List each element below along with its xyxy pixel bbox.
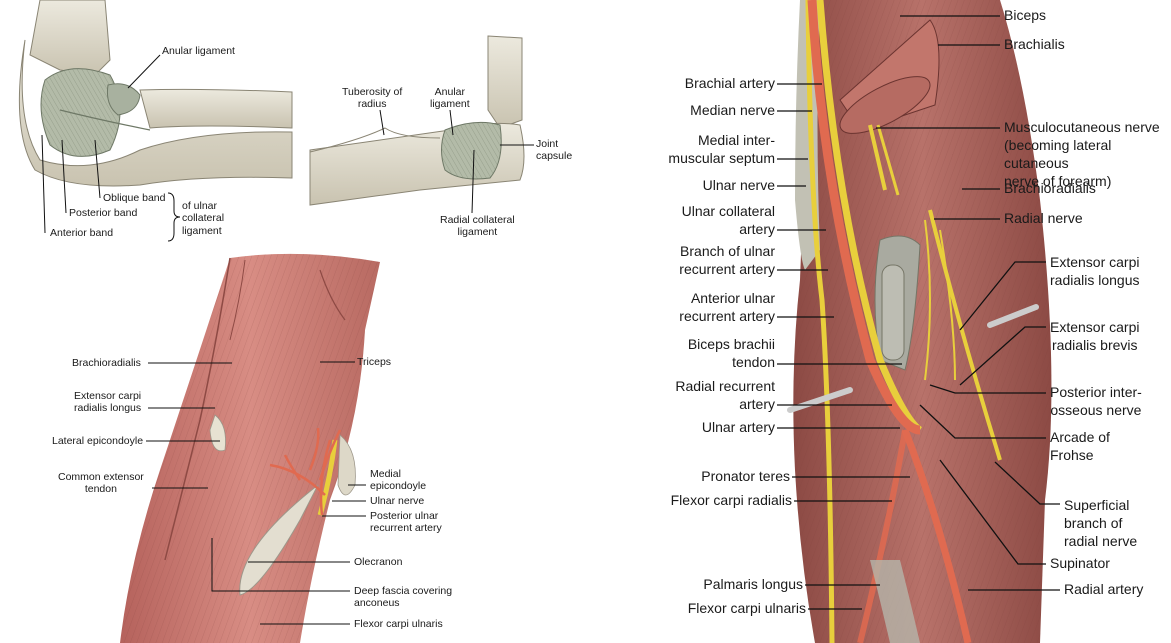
label-radial-recurrent-artery: Radial recurrent artery: [675, 378, 775, 412]
label-medial-epicondyle: Medial epicondoyle: [370, 468, 427, 493]
label-palmaris-longus: Palmaris longus: [703, 576, 803, 592]
label-supinator: Supinator: [1050, 555, 1110, 571]
leader-lines: [41, 15, 1060, 625]
label-anular-ligament-medial: Anular ligament: [162, 45, 235, 57]
label-ulnar-artery: Ulnar artery: [701, 419, 775, 435]
label-posterior-interosseous-nerve: Posterior inter- osseous nerve: [1050, 384, 1142, 418]
label-brachioradialis-posterior: Brachioradialis: [72, 357, 141, 369]
label-arcade-of-frohse: Arcade of Frohse: [1050, 429, 1110, 463]
label-ecrl-posterior: Extensor carpi radialis longus: [74, 390, 142, 415]
label-anterior-band: Anterior band: [50, 227, 114, 239]
label-branch-ulnar-recurrent-artery: Branch of ulnar recurrent artery: [679, 243, 775, 277]
label-ecrb-anterior: Extensor carpi radialis brevis: [1050, 319, 1140, 353]
label-brachioradialis-anterior: Brachioradialis: [1004, 180, 1096, 196]
label-flexor-carpi-ulnaris-anterior: Flexor carpi ulnaris: [687, 600, 806, 616]
label-radial-artery: Radial artery: [1064, 581, 1144, 597]
label-tuberosity-of-radius: Tuberosity of radius: [342, 86, 403, 111]
label-olecranon: Olecranon: [354, 556, 403, 568]
anterior-elbow-figure: [787, 0, 1052, 643]
label-ulnar-nerve-anterior: Ulnar nerve: [702, 177, 775, 193]
label-anular-ligament-lateral: Anular ligament: [430, 86, 470, 111]
label-median-nerve: Median nerve: [690, 102, 775, 118]
label-brachial-artery: Brachial artery: [684, 75, 775, 91]
elbow-bones-medial-figure: [18, 0, 293, 187]
label-anterior-ulnar-recurrent-artery: Anterior ulnar recurrent artery: [679, 290, 775, 324]
label-deep-fascia-anconeus: Deep fascia covering anconeus: [354, 585, 453, 610]
label-ulnar-collateral-ligament: of ulnar collateral ligament: [182, 200, 225, 237]
label-medial-intermuscular-septum: Medial inter- muscular septum: [668, 132, 775, 166]
label-lateral-epicondyle: Lateral epicondoyle: [52, 435, 144, 447]
label-oblique-band: Oblique band: [103, 192, 166, 204]
label-triceps: Triceps: [357, 356, 392, 368]
label-ulnar-collateral-artery: Ulnar collateral artery: [681, 203, 775, 237]
label-flexor-carpi-radialis: Flexor carpi radialis: [670, 492, 792, 508]
label-musculocutaneous-nerve: Musculocutaneous nerve (becoming lateral…: [1004, 119, 1160, 189]
label-biceps: Biceps: [1004, 7, 1047, 23]
label-ulnar-nerve-posterior: Ulnar nerve: [370, 495, 425, 507]
label-brachialis: Brachialis: [1004, 36, 1065, 52]
label-superficial-branch-radial-nerve: Superficial branch of radial nerve: [1064, 497, 1138, 549]
label-pronator-teres: Pronator teres: [701, 468, 790, 484]
label-radial-nerve: Radial nerve: [1004, 210, 1083, 226]
elbow-bones-lateral-figure: [309, 35, 525, 206]
label-joint-capsule: Joint capsule: [536, 138, 573, 163]
label-common-extensor-tendon: Common extensor tendon: [58, 471, 144, 496]
posterior-elbow-figure: [120, 253, 380, 643]
label-radial-collateral-ligament: Radial collateral ligament: [440, 214, 515, 239]
label-posterior-ulnar-recurrent-artery: Posterior ulnar recurrent artery: [370, 510, 442, 535]
label-posterior-band: Posterior band: [69, 207, 138, 219]
label-ecrl-anterior: Extensor carpi radialis longus: [1050, 254, 1140, 288]
label-biceps-brachii-tendon: Biceps brachii tendon: [687, 336, 775, 370]
label-flexor-carpi-ulnaris-posterior: Flexor carpi ulnaris: [354, 618, 443, 630]
